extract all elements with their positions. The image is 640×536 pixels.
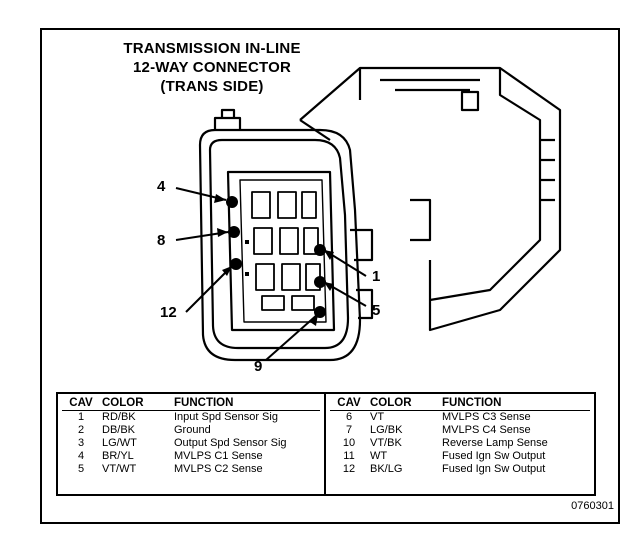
cell-cav: 2 xyxy=(77,424,85,436)
cell-function: MVLPS C2 Sense xyxy=(174,463,263,475)
cell-color: VT xyxy=(370,411,385,423)
cell-cav: 11 xyxy=(343,450,355,462)
terminal-slots xyxy=(251,191,321,311)
pinout-table-right: CAV COLOR FUNCTION 6 VT MVLPS C3 Sense 7 LG/… xyxy=(326,394,594,494)
table-row: 5 VT/WT MVLPS C2 Sense xyxy=(62,463,320,476)
table-row: 7 LG/BK MVLPS C4 Sense xyxy=(330,424,590,437)
cell-function: MVLPS C3 Sense xyxy=(442,411,531,423)
figure-frame xyxy=(40,28,620,524)
table-row: 4 BR/YL MVLPS C1 Sense xyxy=(62,450,320,463)
cell-cav: 1 xyxy=(77,411,85,423)
table-row: 3 LG/WT Output Spd Sensor Sig xyxy=(62,437,320,450)
table-row: 12 BK/LG Fused Ign Sw Output xyxy=(330,463,590,476)
header-function: FUNCTION xyxy=(440,396,590,411)
cell-color: BR/YL xyxy=(102,450,134,462)
connector-front-face xyxy=(198,108,374,362)
cell-function: Ground xyxy=(174,424,211,436)
pin-label-1: 1 xyxy=(372,268,381,285)
cell-color: BK/LG xyxy=(370,463,403,475)
leader-lines xyxy=(175,187,367,361)
title-line-3: (TRANS SIDE) xyxy=(160,78,264,95)
header-function: FUNCTION xyxy=(172,396,320,411)
cell-cav: 5 xyxy=(77,463,85,475)
connector-rear-housing xyxy=(299,66,562,332)
cell-color: DB/BK xyxy=(102,424,136,436)
cell-cav: 6 xyxy=(345,411,353,423)
figure-id: 0760301 xyxy=(571,500,614,512)
cell-function: Fused Ign Sw Output xyxy=(442,450,546,462)
header-color: COLOR xyxy=(368,396,440,411)
cell-function: Output Spd Sensor Sig xyxy=(174,437,287,449)
pin-label-12: 12 xyxy=(160,304,177,321)
cell-color: VT/BK xyxy=(370,437,402,449)
pin-label-8: 8 xyxy=(157,232,166,249)
cell-function: Reverse Lamp Sense xyxy=(442,437,548,449)
cell-function: Input Spd Sensor Sig xyxy=(174,411,278,423)
header-color: COLOR xyxy=(100,396,172,411)
title-line-1: TRANSMISSION IN-LINE xyxy=(123,40,301,57)
cell-color: WT xyxy=(370,450,388,462)
cell-color: LG/BK xyxy=(370,424,403,436)
table-row: 1 RD/BK Input Spd Sensor Sig xyxy=(62,411,320,425)
pin-label-9: 9 xyxy=(254,358,263,375)
cell-color: VT/WT xyxy=(102,463,137,475)
cell-function: MVLPS C1 Sense xyxy=(174,450,263,462)
header-cav: CAV xyxy=(62,396,100,411)
table-row: 2 DB/BK Ground xyxy=(62,424,320,437)
cell-color: RD/BK xyxy=(102,411,136,423)
cell-cav: 3 xyxy=(77,437,85,449)
pinout-tables: CAV COLOR FUNCTION 1 RD/BK Input Spd Senso… xyxy=(56,392,596,496)
table-row: 10 VT/BK Reverse Lamp Sense xyxy=(330,437,590,450)
cell-cav: 4 xyxy=(77,450,85,462)
table-row: 11 WT Fused Ign Sw Output xyxy=(330,450,590,463)
connector-cavity-frame xyxy=(226,170,336,332)
title-line-2: 12-WAY CONNECTOR xyxy=(133,59,291,76)
connector-illustration xyxy=(175,66,562,362)
cell-function: MVLPS C4 Sense xyxy=(442,424,531,436)
cell-cav: 12 xyxy=(342,463,356,475)
header-cav: CAV xyxy=(330,396,368,411)
pinout-table-left: CAV COLOR FUNCTION 1 RD/BK Input Spd Senso… xyxy=(58,394,326,494)
pin-label-4: 4 xyxy=(157,178,166,195)
table-row: 6 VT MVLPS C3 Sense xyxy=(330,411,590,425)
cell-cav: 7 xyxy=(345,424,353,436)
pin-label-5: 5 xyxy=(372,302,381,319)
cell-cav: 10 xyxy=(342,437,356,449)
cell-function: Fused Ign Sw Output xyxy=(442,463,546,475)
cell-color: LG/WT xyxy=(102,437,137,449)
